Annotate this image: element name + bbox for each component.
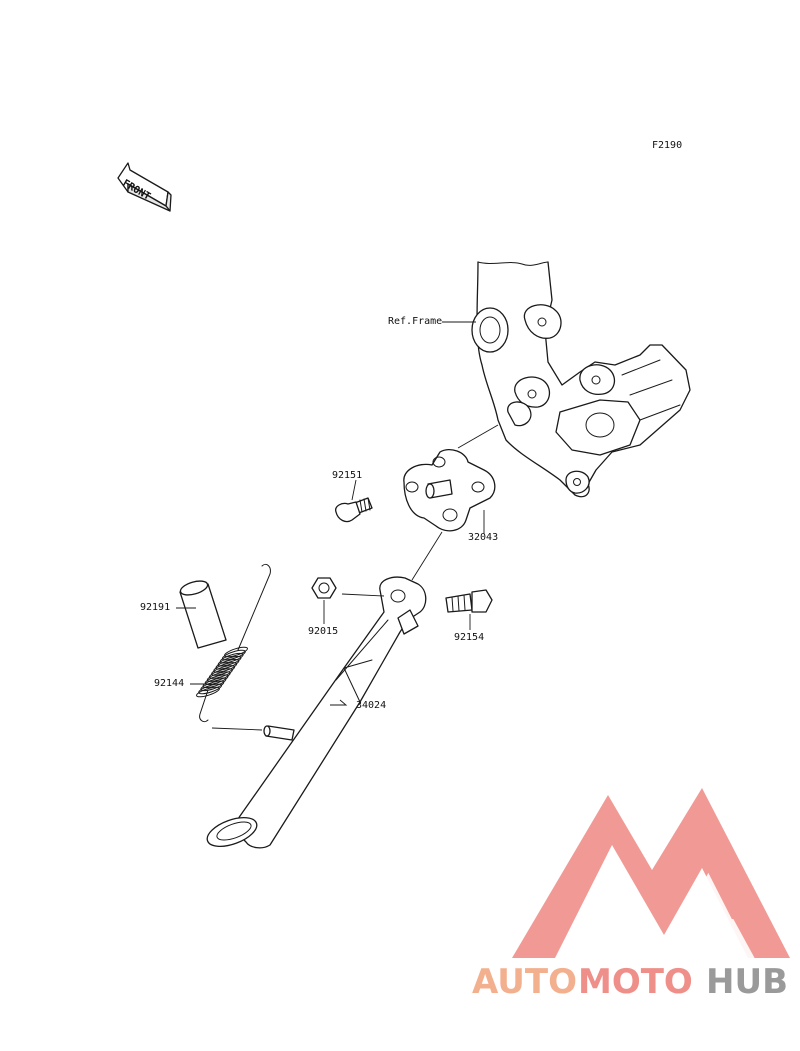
bolt-92154 xyxy=(445,589,493,613)
watermark-brand-moto: MOTO xyxy=(578,962,693,1002)
diagram-code: F2190 xyxy=(652,140,683,151)
part-label-92191: 92191 xyxy=(140,602,171,613)
watermark-logo-icon xyxy=(512,788,790,960)
spring-coil xyxy=(196,686,220,698)
bolt-92151 xyxy=(335,497,373,523)
leader-lines xyxy=(176,321,499,731)
reference-frame-label: Ref.Frame xyxy=(388,316,443,327)
watermark-brand-hub: HUB xyxy=(706,962,788,1002)
nut-92015 xyxy=(311,577,337,599)
side-stand-34024 xyxy=(206,576,427,849)
pin xyxy=(263,725,295,741)
part-label-92154: 92154 xyxy=(454,632,485,643)
part-label-32043: 32043 xyxy=(468,532,499,543)
watermark-brand-auto: AUTO xyxy=(472,962,577,1002)
part-label-34024: 34024 xyxy=(356,700,387,711)
sleeve-92191 xyxy=(179,580,227,649)
bracket-32043 xyxy=(403,448,496,532)
part-label-92015: 92015 xyxy=(308,626,339,637)
spring-92144 xyxy=(196,563,271,723)
front-arrow-icon xyxy=(117,162,172,212)
part-label-92144: 92144 xyxy=(154,678,185,689)
watermark-brand: AUTO MOTO HUB xyxy=(472,962,794,1006)
frame-outline xyxy=(471,261,691,498)
part-label-92151: 92151 xyxy=(332,470,363,481)
